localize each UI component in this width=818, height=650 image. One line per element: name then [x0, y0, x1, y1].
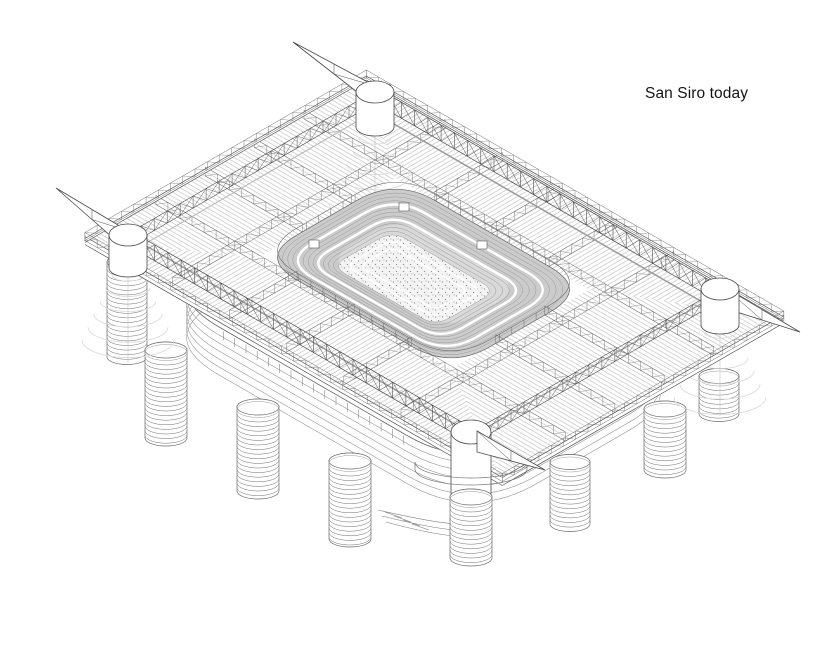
- drawing-caption: San Siro today: [645, 85, 749, 102]
